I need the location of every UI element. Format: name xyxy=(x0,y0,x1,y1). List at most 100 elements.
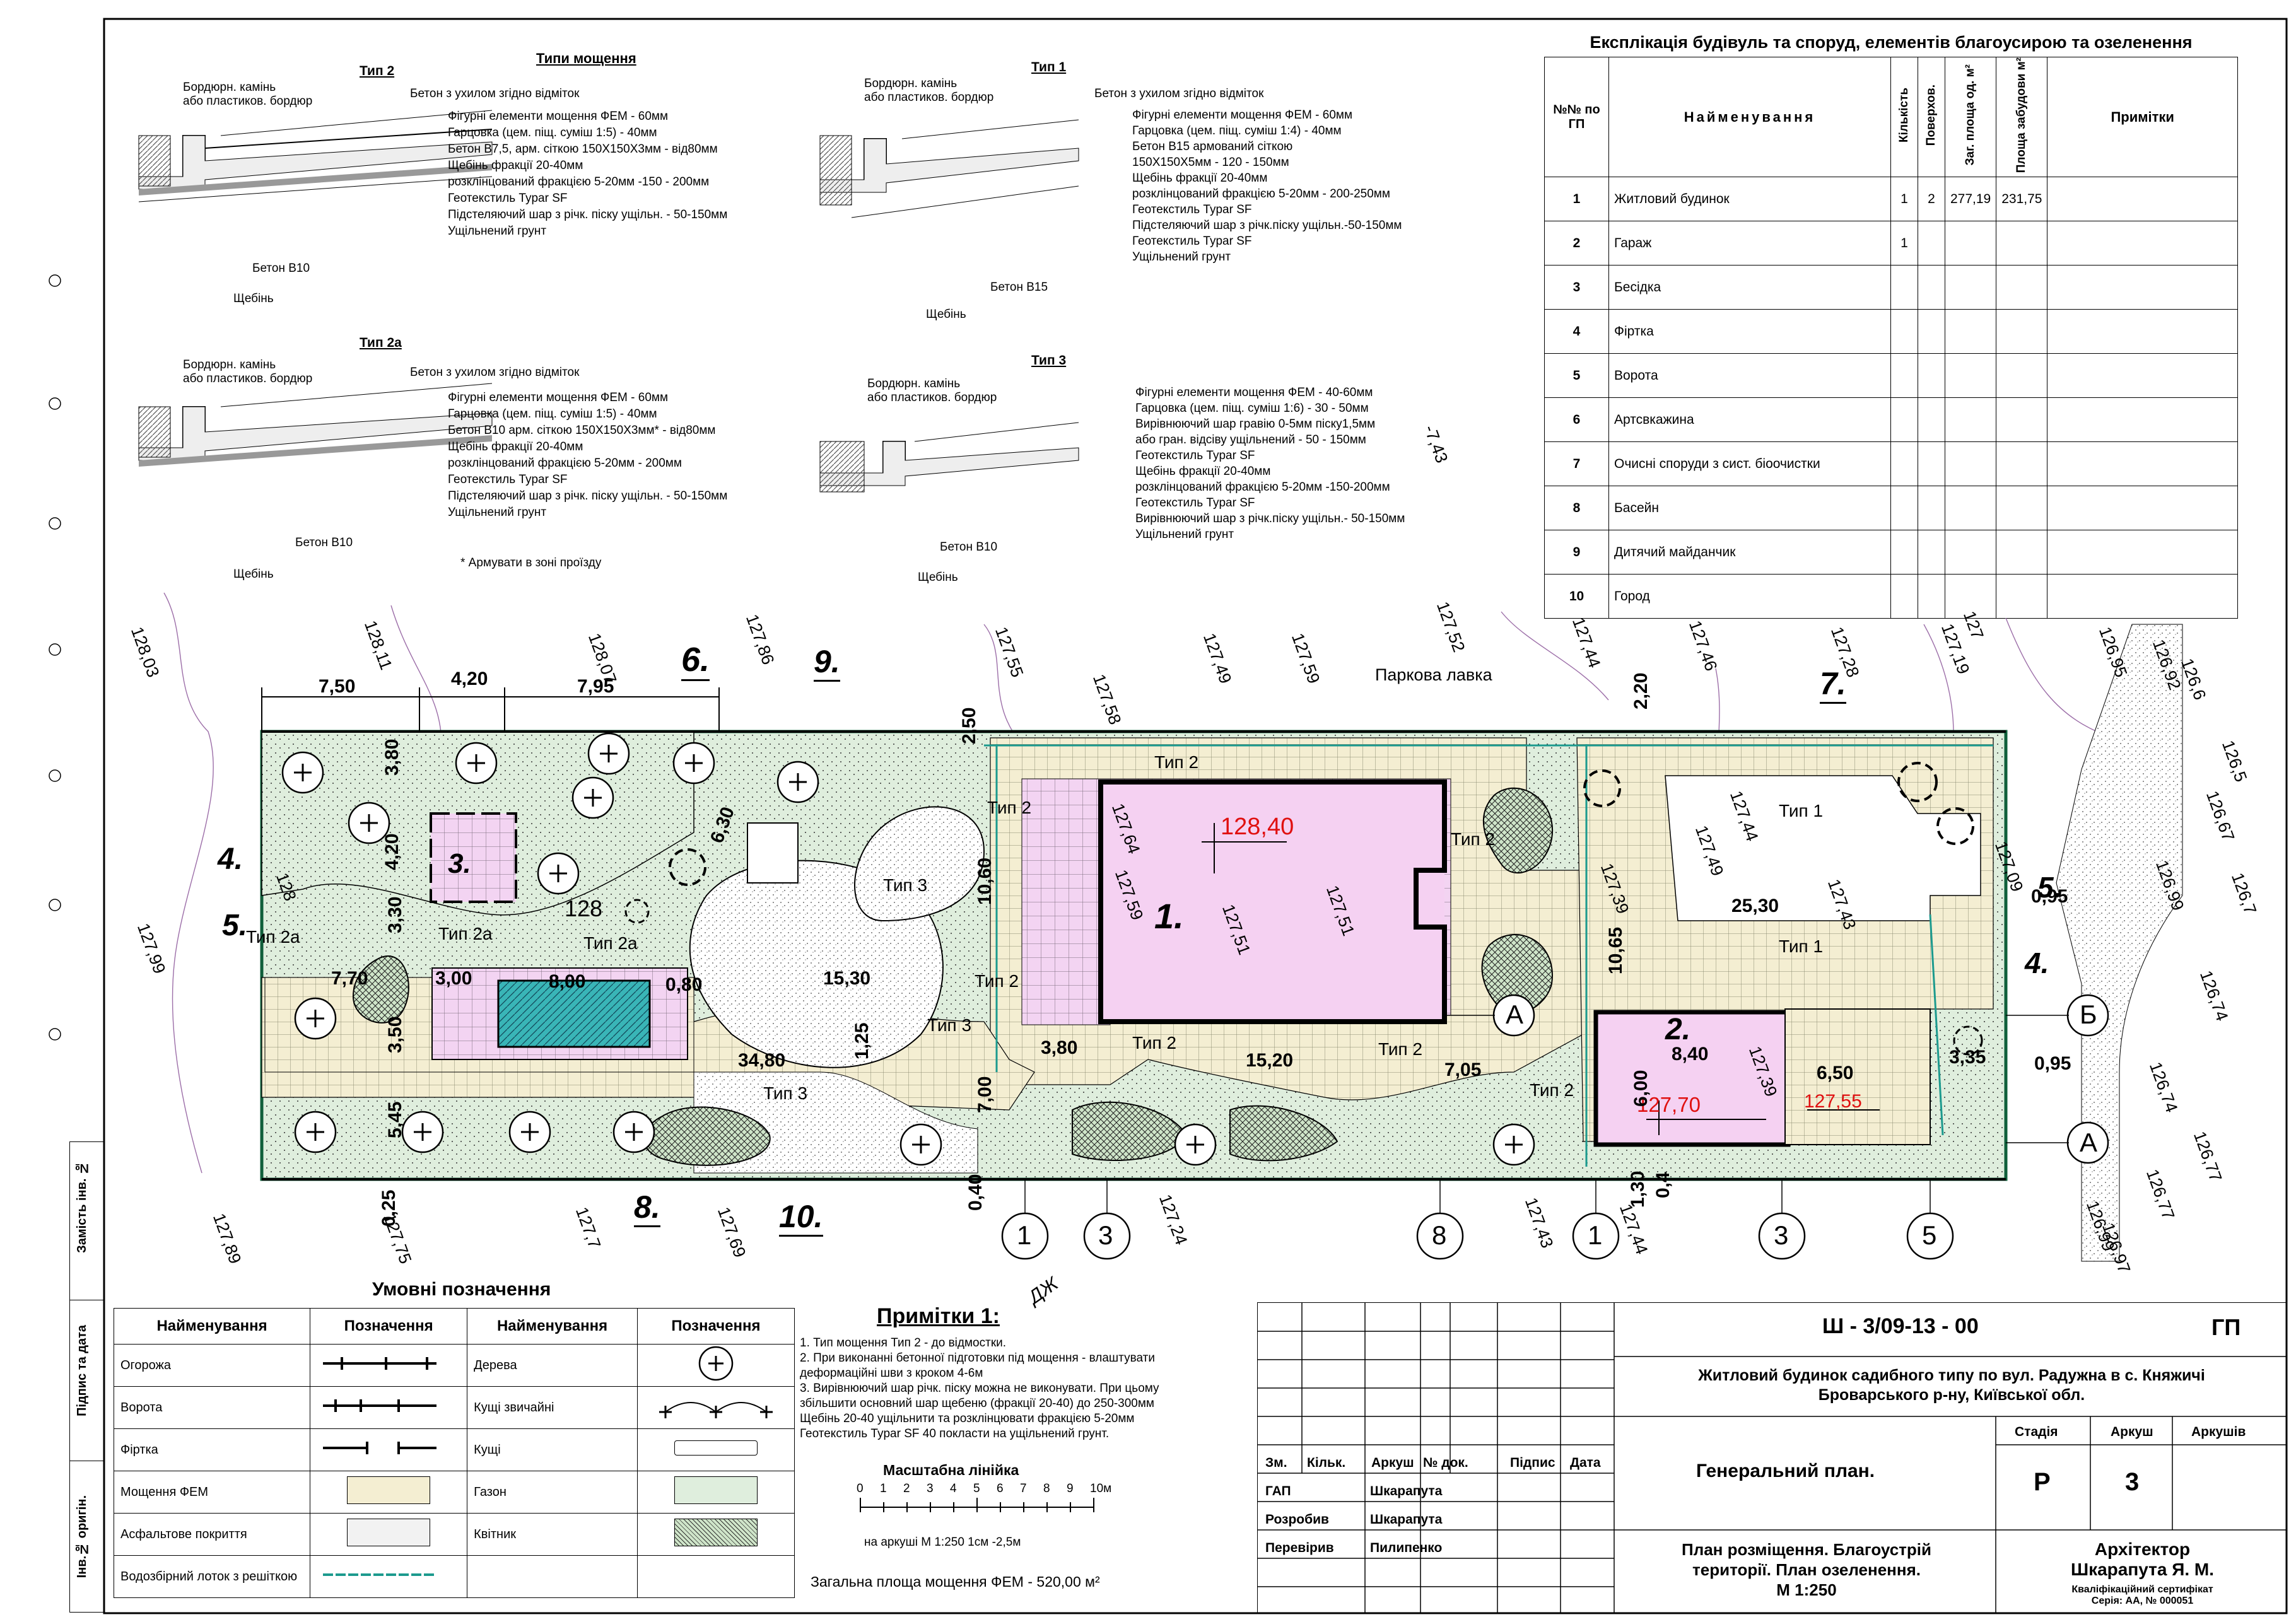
layer: Вирівнюючий шар гравію 0-5мм піску1,5мм xyxy=(1135,417,1376,431)
section-name: Генеральний план. xyxy=(1696,1461,1875,1481)
section-type1-layers: Фігурні елементи мощення ФЕМ - 60мм Гарц… xyxy=(1132,107,1523,265)
layer: Щебінь фракції 20-40мм xyxy=(1132,172,1268,185)
paving-type-label: Тип 1 xyxy=(1779,936,1824,956)
flower-bed xyxy=(1481,934,1553,1015)
drawing-line1: План розміщення. Благоустрій xyxy=(1682,1540,1931,1559)
layer: Щебінь фракції 20-40мм xyxy=(1135,465,1271,478)
name-developer: Шкарапута xyxy=(1370,1512,1443,1527)
house-fill xyxy=(1101,782,1444,1022)
legend-lawn: Газон xyxy=(467,1471,638,1514)
stage-header: Стадія xyxy=(2015,1425,2058,1439)
explication-title: Експлікація будівуль та споруд, елементі… xyxy=(1590,33,2193,52)
section-type2a-drawing xyxy=(138,383,493,467)
axis-label: Б xyxy=(2080,1000,2097,1029)
explication-cell-area_built xyxy=(1996,486,2048,531)
scale-note: на аркуші М 1:250 1см -2,5м xyxy=(864,1536,1021,1549)
gate-right-number: 5. xyxy=(2037,871,2062,904)
paving-type-label: Тип 2а xyxy=(583,933,638,953)
role-gap: ГАП xyxy=(1265,1484,1291,1498)
explication-cell-area_built xyxy=(1996,441,2048,487)
gate-icon xyxy=(310,1386,468,1429)
dimension-label: 7,70 xyxy=(331,968,368,989)
pool xyxy=(497,979,651,1048)
drawing-title: План розміщення. Благоустрій території. … xyxy=(1624,1539,1989,1600)
legend-h-sign: Позначення xyxy=(310,1308,468,1345)
legend-wicket: Фіртка xyxy=(113,1428,311,1471)
section-type2-concrete: Бетон В10 xyxy=(252,262,310,275)
septic2 xyxy=(1897,762,1938,802)
cert: Кваліфікаційний сертифікат Серія: АА, № … xyxy=(2002,1584,2283,1607)
explication-cell-area_built xyxy=(1996,353,2048,399)
layer: Ущільнений грунт xyxy=(448,225,547,238)
asphalt-road xyxy=(2056,624,2183,1262)
layer: Гарцовка (цем. піщ. суміш 1:5) - 40мм xyxy=(448,126,657,139)
garage-elevation: 127,70 xyxy=(1637,1093,1701,1116)
explication-cell-floors xyxy=(1918,530,1945,575)
col-zm: Зм. xyxy=(1265,1456,1287,1470)
explication-cell-name: Фіртка xyxy=(1608,309,1891,354)
explication-cell-notes xyxy=(2047,530,2238,575)
explication-cell-num: 1 xyxy=(1544,177,1609,222)
house-number: 1. xyxy=(1154,896,1184,936)
layer: розклінцований фракцією 5-20мм -150 - 20… xyxy=(448,175,710,189)
layer: Підстеляючий шар з річк. піску ущільн. -… xyxy=(448,208,728,221)
axis-label: А xyxy=(1506,1000,1524,1029)
section-type2-slope: Бетон з ухилом згідно відміток xyxy=(410,87,580,100)
section-type1-drawing xyxy=(819,119,1079,218)
scale-tick-label: 8 xyxy=(1043,1482,1050,1495)
legend-table: Найменування Позначення Найменування Поз… xyxy=(113,1308,795,1598)
scale-tick-label: 10м xyxy=(1090,1482,1112,1495)
asphalt-patch2 xyxy=(854,806,985,922)
dimension-label: 15,30 xyxy=(823,968,871,989)
layer: Фігурні елементи мощення ФЕМ - 60мм xyxy=(1132,108,1353,122)
explication-cell-area_total xyxy=(1944,265,1997,310)
scale-bar xyxy=(860,1498,1094,1512)
explication-cell-area_total xyxy=(1944,574,1997,619)
layer: Ущільнений грунт xyxy=(1135,528,1234,541)
dimension-label: 3,30 xyxy=(385,896,406,933)
layer: 150Х150Х5мм - 120 - 150мм xyxy=(1132,156,1289,169)
explication-cell-notes xyxy=(2047,574,2238,619)
explication-cell-count xyxy=(1890,486,1918,531)
col-area-built: Площа забудови м² xyxy=(1996,56,2048,178)
layer: Бетон В10 арм. сіткою 150Х150Х3мм* - від… xyxy=(448,424,716,437)
legend-gate: Ворота xyxy=(113,1386,311,1429)
explication-cell-count: 1 xyxy=(1890,177,1918,222)
layer: Ущільнений грунт xyxy=(1132,250,1231,264)
dimension-label: 6,50 xyxy=(1817,1063,1854,1083)
col-sign: Підпис xyxy=(1510,1456,1555,1470)
explication-cell-area_built: 231,75 xyxy=(1996,177,2048,222)
asphalt-swatch-cell xyxy=(310,1513,468,1556)
paving-type-label: Тип 2а xyxy=(246,927,300,947)
explication-cell-num: 7 xyxy=(1544,441,1609,487)
curb-line1: Бордюрн. камінь xyxy=(183,358,276,371)
explication-cell-name: Басейн xyxy=(1608,486,1891,531)
explication-cell-area_built xyxy=(1996,530,2048,575)
layer: розклінцований фракцією 5-20мм -150-200м… xyxy=(1135,481,1390,494)
section-type2-layers: Фігурні елементи мощення ФЕМ - 60мм Гарц… xyxy=(448,108,826,240)
author-name: Шкарапута Я. М. xyxy=(2070,1560,2215,1579)
sheet-type: ГП xyxy=(2211,1314,2241,1340)
legend-h-name: Найменування xyxy=(113,1308,311,1345)
dimension-label: 4,20 xyxy=(382,833,402,870)
house-wall xyxy=(1098,779,1447,1024)
explication-table: №№ по ГП Найменування Кількість Поверхов… xyxy=(1544,56,2238,619)
legend-empty2 xyxy=(636,1555,795,1598)
dimension-label: 0,95 xyxy=(2031,886,2068,907)
dimension-label: 8,40 xyxy=(1672,1044,1709,1065)
col-doc: № док. xyxy=(1423,1456,1468,1470)
dimension-label: 25,30 xyxy=(1731,896,1779,916)
scale-tick-label: 7 xyxy=(1020,1482,1027,1495)
gazebo-number: 3. xyxy=(448,848,471,879)
title-block-grid xyxy=(1258,1303,2287,1614)
explication-cell-name: Город xyxy=(1608,574,1891,619)
layer: Гарцовка (цем. піщ. суміш 1:4) - 40мм xyxy=(1132,124,1342,137)
side-stamp: Інв.№ оригін. Підпис та дата Замість інв… xyxy=(69,1141,105,1613)
